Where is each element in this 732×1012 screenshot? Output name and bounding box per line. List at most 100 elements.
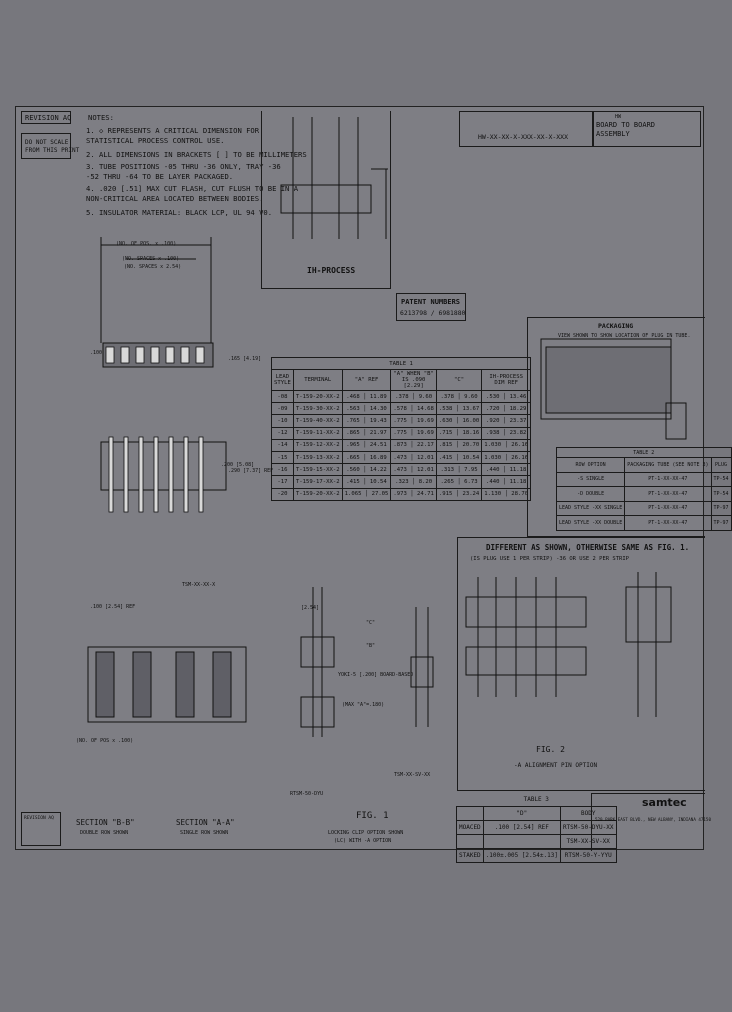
table-1-inch: .415 — [346, 478, 360, 485]
cell-separator: │ — [499, 478, 510, 485]
table-1-mm: 7.95 — [464, 466, 478, 473]
fig2-label: FIG. 2 — [536, 745, 565, 754]
table-1-inch: .915 — [438, 491, 453, 498]
table-1-inch: .378 — [395, 393, 409, 400]
table-1-inch: 1.130 — [484, 491, 502, 498]
table-1-inch: .775 — [393, 430, 407, 437]
table-1-mm: 26.16 — [511, 442, 529, 449]
table-3-cell: .100±.005 [2.54±.13] — [482, 848, 561, 863]
notes-title: NOTES: — [88, 113, 114, 122]
packaging-panel: PACKAGING VIEW SHOWN TO SHOW LOCATION OF… — [527, 317, 705, 537]
table-2-header: PLUG — [710, 457, 732, 473]
cell-separator: │ — [499, 405, 510, 412]
table-1-cell: .715 │ 18.16 — [435, 426, 483, 440]
cell-separator: │ — [452, 405, 463, 412]
scale-note-box: DO NOT SCALE FROM THIS PRINT — [21, 133, 79, 159]
table-1-mm: 9.60 — [464, 393, 478, 400]
patent-box: PATENT NUMBERS 6213798 / 6981880 — [396, 293, 466, 321]
fig1-label: FIG. 1 — [356, 811, 389, 821]
cell-separator: │ — [499, 430, 510, 437]
table-1-mm: 11.18 — [509, 466, 527, 473]
cell-separator: │ — [501, 454, 512, 461]
cell-separator: │ — [359, 417, 370, 424]
cell-separator: │ — [408, 478, 419, 485]
table-1-cell: .938 │ 23.82 — [481, 426, 532, 440]
table-1-mm: 8.20 — [418, 478, 433, 485]
table-1-mm: 13.46 — [509, 393, 527, 400]
section-bb-label: SECTION "B-B" — [76, 818, 135, 827]
cell-separator: │ — [452, 454, 463, 461]
table-1-mm: 19.69 — [417, 430, 434, 437]
dim-no-pos: (NO. OF POS. x .100) — [116, 241, 177, 247]
pin-square — [135, 346, 145, 364]
section-bb-sub: DOUBLE ROW SHOWN — [80, 830, 129, 836]
cell-separator: │ — [452, 442, 463, 449]
table-1-mm: 12.01 — [417, 466, 434, 473]
title-block: HW BOARD TO BOARD ASSEMBLY — [593, 111, 701, 147]
pin-lead — [153, 436, 159, 513]
pin-square — [195, 346, 205, 364]
table-1-inch: .865 — [346, 430, 360, 437]
cell-separator: │ — [454, 393, 465, 400]
cell-separator: │ — [359, 466, 370, 473]
table-1-mm: 19.69 — [417, 417, 434, 424]
table-1-mm: 20.70 — [462, 442, 480, 449]
note-line: STATISTICAL PROCESS CONTROL USE. — [86, 136, 225, 145]
table-1-mm: 11.89 — [369, 393, 387, 400]
table-2-cell: PT-1-XX-XX-47 — [624, 515, 712, 531]
revision-label: REVISION AQ — [25, 114, 72, 122]
pin-lead — [138, 436, 144, 513]
table-1-mm: 21.97 — [369, 430, 387, 437]
patent-numbers: 6213798 / 6981880 — [400, 309, 466, 317]
cell-separator: │ — [406, 430, 418, 437]
cell-separator: │ — [406, 491, 418, 498]
ih-process-label: IH-PROCESS — [307, 266, 356, 275]
cell-separator: │ — [499, 417, 510, 424]
table-1-inch: .415 — [438, 454, 453, 461]
note-line: 5. INSULATOR MATERIAL: BLACK LCP, UL 94 … — [86, 208, 273, 217]
table-1-inch: .530 — [485, 393, 500, 400]
drawing-sheet: REVISION AQ DO NOT SCALE FROM THIS PRINT… — [15, 106, 732, 863]
fig1-note2: (LC) WITH -A OPTION — [334, 838, 392, 844]
fig1-note1: LOCKING CLIP OPTION SHOWN — [328, 830, 404, 836]
table-1-mm: 14.30 — [369, 405, 387, 412]
dim-d3: .165 [4.19] — [228, 356, 262, 362]
dim-b: "B" — [366, 643, 376, 649]
section-aa-label: SECTION "A-A" — [176, 818, 235, 827]
table-1-inch: .578 — [393, 405, 407, 412]
fig2-subheader: (IS PLUG USE 1 PER STRIP) -36 OR USE 2 P… — [470, 556, 629, 562]
cell-separator: │ — [406, 417, 418, 424]
cell-separator: │ — [359, 430, 370, 437]
table-1-inch: .378 — [440, 393, 455, 400]
table-1-mm: 10.54 — [369, 478, 387, 485]
pin-square — [120, 346, 130, 364]
dim-d5: .290 [7.37] REF — [228, 468, 274, 474]
table-1-inch: .973 — [393, 491, 407, 498]
title-hw: HW — [615, 114, 622, 120]
cell-separator: │ — [501, 442, 512, 449]
table-2-cell: TP-54 — [710, 486, 732, 502]
table-1-inch: 1.030 — [484, 454, 502, 461]
dim-max: (MAX "A"=.180) — [342, 702, 385, 708]
table-1: TABLE 1 LEAD STYLE TERMINAL "A" REF "A" … — [270, 357, 532, 501]
cell-separator: │ — [406, 442, 418, 449]
table-2-cell: TP-54 — [710, 471, 732, 487]
cell-separator: │ — [452, 491, 463, 498]
table-1-inch: .323 — [395, 478, 409, 485]
table-1-mm: 16.00 — [462, 417, 480, 424]
table-2-cell: TP-97 — [710, 515, 732, 531]
dim-board: (NO. OF POS x .100) — [76, 738, 134, 744]
dim-tsm: TSM-XX-XX-X — [182, 582, 216, 588]
fig2-caption: -A ALIGNMENT PIN OPTION — [514, 762, 598, 769]
company-block: samtec 520 PARK EAST BLVD., NEW ALBANY, … — [591, 793, 711, 851]
table-1-inch: .440 — [485, 478, 500, 485]
title-line1: BOARD TO BOARD — [596, 121, 656, 129]
table-1-inch: .765 — [346, 417, 360, 424]
pin-lead — [198, 436, 204, 513]
cell-separator: │ — [406, 454, 418, 461]
table-2-cell: TP-97 — [710, 500, 732, 516]
